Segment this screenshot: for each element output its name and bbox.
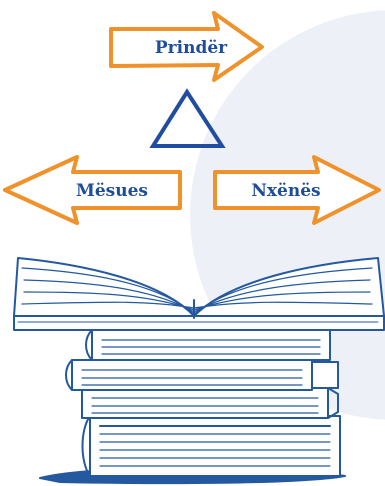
label-right: Nxënës [251, 181, 320, 201]
book-2 [85, 329, 331, 361]
arrow-left: Mësues [3, 155, 182, 225]
arrow-left-shape [3, 155, 182, 225]
arrow-right: Nxënës [213, 155, 381, 225]
book-stack-icon [13, 257, 385, 485]
triangle-icon [149, 88, 226, 148]
label-left: Mësues [76, 181, 148, 201]
book-bottom [81, 415, 341, 477]
label-top: Prindër [155, 38, 228, 58]
book-4 [81, 387, 339, 419]
arrow-right-shape [213, 155, 381, 225]
open-book [13, 257, 385, 331]
arrow-top: Prindër [109, 11, 264, 82]
book-3 [65, 359, 339, 391]
arrow-top-shape [109, 11, 264, 82]
